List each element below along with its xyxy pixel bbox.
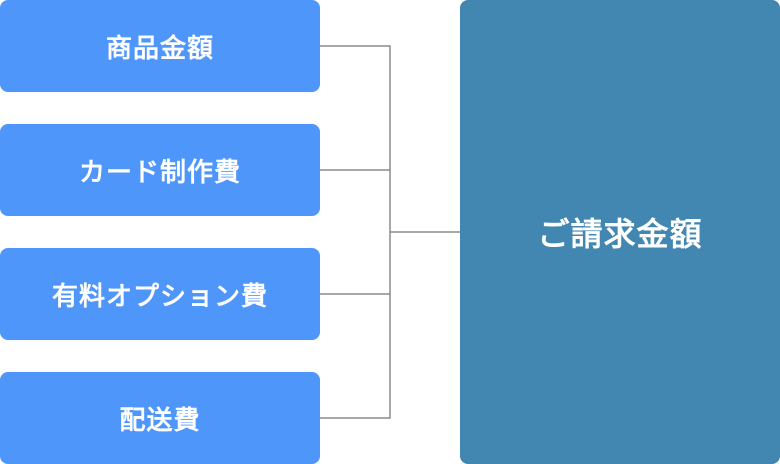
total-box: ご請求金額 xyxy=(460,0,780,464)
component-box-card-production: カード制作費 xyxy=(0,124,320,216)
component-label-shipping: 配送費 xyxy=(119,405,201,436)
component-label-paid-options: 有料オプション費 xyxy=(51,281,268,312)
component-box-shipping: 配送費 xyxy=(0,372,320,464)
total-label: ご請求金額 xyxy=(537,215,703,253)
component-box-paid-options: 有料オプション費 xyxy=(0,248,320,340)
component-label-product: 商品金額 xyxy=(105,33,214,64)
component-box-product: 商品金額 xyxy=(0,0,320,92)
component-label-card-production: カード制作費 xyxy=(78,157,241,188)
